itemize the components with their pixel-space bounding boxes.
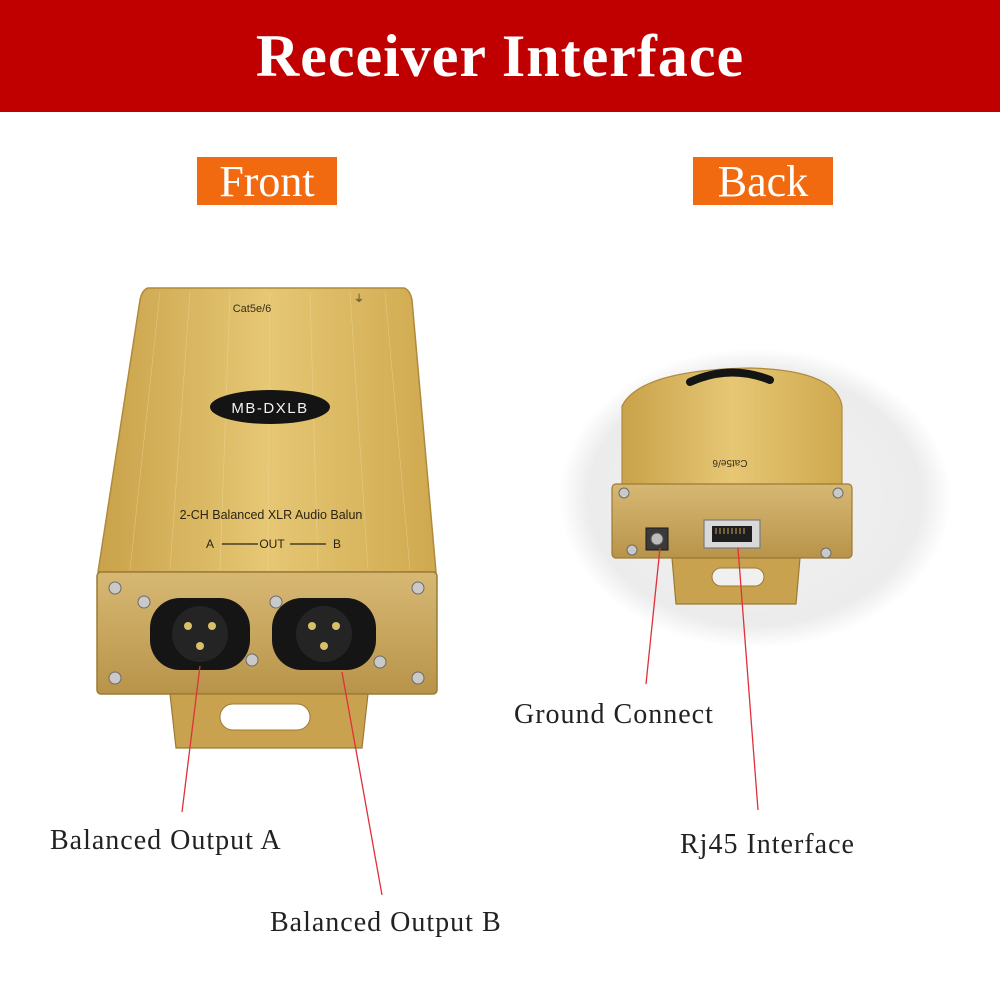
- callout-line-output-b: [341, 671, 383, 896]
- screw-icon: [137, 595, 151, 609]
- callout-line-output-a: [181, 665, 201, 813]
- front-tag-label: Front: [219, 156, 315, 206]
- front-device: Cat5e/6 ⏚ MB-DXLB 2-CH Balanced XLR Audi…: [96, 287, 438, 749]
- callout-line-rj45: [737, 547, 759, 811]
- screw-icon: [373, 655, 387, 669]
- callout-output-b: Balanced Output B: [270, 907, 502, 938]
- screw-icon: [411, 671, 425, 685]
- title-banner: Receiver Interface: [0, 0, 1000, 112]
- front-face-panel: [96, 571, 438, 695]
- callout-ground: Ground Connect: [514, 699, 714, 730]
- screw-icon: [108, 581, 122, 595]
- front-top-label: Cat5e/6: [233, 303, 272, 315]
- back-tag: Back: [693, 156, 833, 206]
- back-top-surface: [621, 367, 843, 487]
- ground-terminal: [645, 527, 669, 551]
- screw-icon: [108, 671, 122, 685]
- banner-title: Receiver Interface: [255, 22, 745, 89]
- screw-icon: [245, 653, 259, 667]
- product-photo: Cat5e/6 ⏚ MB-DXLB 2-CH Balanced XLR Audi…: [96, 287, 951, 896]
- front-top-surface: [97, 287, 437, 573]
- xlr-connector-b: [272, 598, 376, 670]
- screw-icon: [411, 581, 425, 595]
- model-badge-text: MB-DXLB: [231, 400, 308, 417]
- callout-output-a: Balanced Output A: [50, 825, 282, 856]
- back-top-label: Cat5e/6: [712, 457, 747, 468]
- screw-icon: [832, 487, 844, 499]
- out-label-mid: OUT: [259, 537, 285, 551]
- out-label-a: A: [206, 537, 214, 551]
- screw-icon: [618, 487, 630, 499]
- ground-symbol-icon: ⏚: [354, 293, 364, 305]
- screw-icon: [820, 547, 832, 559]
- xlr-connector-a: [150, 598, 250, 670]
- callout-rj45: Rj45 Interface: [680, 829, 855, 860]
- front-tag: Front: [197, 156, 337, 206]
- callout-line-ground: [645, 547, 661, 685]
- device-description: 2-CH Balanced XLR Audio Balun: [180, 508, 363, 522]
- back-tag-label: Back: [717, 156, 809, 206]
- screw-icon: [626, 544, 638, 556]
- model-badge: [210, 390, 330, 424]
- back-device: Cat5e/6: [559, 348, 951, 648]
- rj45-port: [703, 519, 761, 549]
- out-label-b: B: [333, 537, 341, 551]
- screw-icon: [269, 595, 283, 609]
